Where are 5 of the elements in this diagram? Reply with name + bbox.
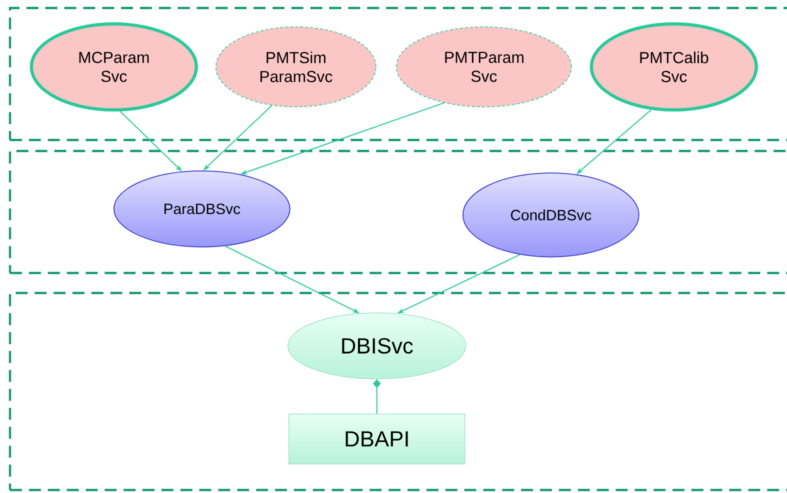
api-box: DBAPI <box>288 414 466 464</box>
layer-box <box>8 6 787 142</box>
layer-box <box>8 292 787 492</box>
layer-box <box>8 150 787 274</box>
arrow <box>372 379 381 414</box>
